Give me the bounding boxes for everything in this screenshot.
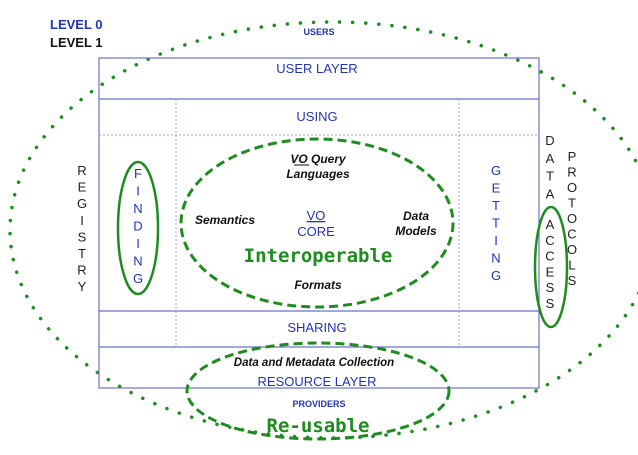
getting-vertical-label-letter: E [492, 181, 501, 196]
finding-vertical-label-letter: I [136, 236, 140, 251]
finding-vertical-label-letter: G [133, 271, 143, 286]
data-collection-label: Data and Metadata Collection [234, 357, 394, 369]
registry-vertical-label-letter: S [78, 229, 87, 244]
interoperable-ellipse [179, 137, 455, 309]
sharing-label: SHARING [287, 320, 346, 335]
registry-vertical-label-letter: T [78, 246, 86, 261]
protocols-vertical-label-letter: O [567, 242, 577, 257]
protocols-vertical-label-letter: T [568, 196, 576, 211]
getting-vertical-label-letter: T [492, 216, 500, 231]
registry-vertical-label-letter: I [80, 213, 84, 228]
formats-label: Formats [294, 278, 342, 292]
semantics-label: Semantics [195, 213, 255, 227]
users-label: USERS [303, 27, 334, 37]
vo-query-line2: Languages [286, 167, 350, 181]
access-vertical-label-letter: S [546, 296, 555, 311]
data-models-line1: Data [403, 209, 429, 223]
registry-vertical-label-letter: R [77, 263, 86, 278]
legend-level0: LEVEL 0 [50, 17, 103, 32]
getting-vertical-label-letter: G [491, 163, 501, 178]
data-vertical-label-letter: A [546, 151, 555, 166]
legend-level1: LEVEL 1 [50, 35, 103, 50]
data-vertical-label-letter: T [546, 169, 554, 184]
finding-vertical-label-letter: N [133, 201, 142, 216]
registry-vertical-label-letter: G [77, 196, 87, 211]
protocols-vertical-label-letter: O [567, 180, 577, 195]
vo-label: VO [307, 208, 326, 223]
getting-vertical-label-letter: T [492, 198, 500, 213]
providers-label: PROVIDERS [292, 399, 345, 409]
getting-vertical-label-letter: I [494, 233, 498, 248]
finding-vertical-label-letter: D [133, 219, 142, 234]
protocols-vertical-label-letter: P [568, 149, 577, 164]
access-vertical-label-letter: S [546, 280, 555, 295]
registry-vertical-label-letter: R [77, 163, 86, 178]
access-ellipse [533, 205, 569, 329]
access-vertical-label-letter: E [546, 264, 555, 279]
resource-layer-label: RESOURCE LAYER [258, 374, 377, 389]
user-layer-label: USER LAYER [276, 61, 357, 76]
finding-ellipse [116, 160, 160, 296]
protocols-vertical-label-letter: C [567, 227, 576, 242]
core-label: CORE [297, 224, 335, 239]
data-vertical-label-letter: A [546, 186, 555, 201]
finding-vertical-label-letter: F [134, 166, 142, 181]
getting-vertical-label-letter: N [491, 251, 500, 266]
access-vertical-label-letter: C [545, 249, 554, 264]
data-vertical-label-letter: D [545, 133, 554, 148]
protocols-vertical-label-letter: R [567, 165, 576, 180]
access-vertical-label-letter: A [546, 217, 555, 232]
reusable-ellipse [185, 341, 451, 441]
interoperable-label: Interoperable [244, 245, 393, 267]
main-architecture-box [98, 57, 540, 389]
vo-query-line1: VO Query [290, 152, 347, 166]
protocols-vertical-label-letter: O [567, 211, 577, 226]
protocols-vertical-label-letter: L [568, 258, 575, 273]
reusable-label: Re-usable [267, 415, 370, 437]
finding-vertical-label-letter: N [133, 254, 142, 269]
access-vertical-label-letter: C [545, 233, 554, 248]
finding-vertical-label-letter: I [136, 184, 140, 199]
getting-vertical-label-letter: G [491, 268, 501, 283]
protocols-vertical-label-letter: S [568, 273, 577, 288]
registry-vertical-label-letter: E [78, 180, 87, 195]
registry-vertical-label-letter: Y [78, 279, 87, 294]
using-label: USING [296, 109, 337, 124]
data-models-line2: Models [395, 224, 437, 238]
